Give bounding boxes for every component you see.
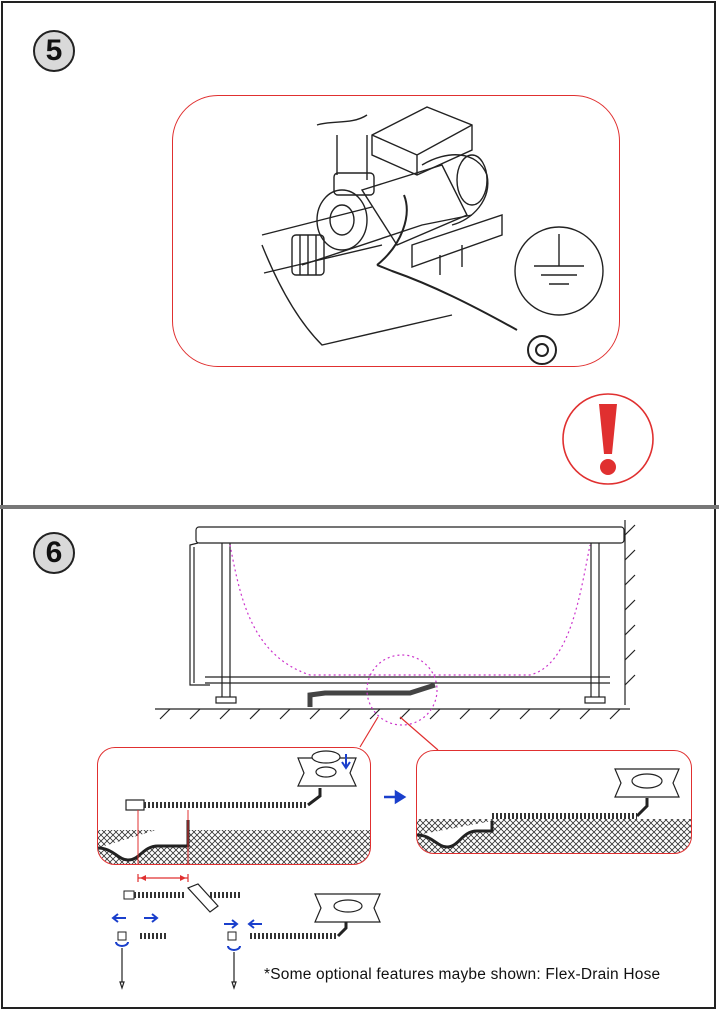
bathtub-cross-section [155, 520, 636, 726]
ground-ring-terminal [527, 335, 557, 365]
exclamation-warning-icon [562, 393, 654, 485]
section-divider [0, 505, 719, 509]
ground-icon [514, 226, 604, 316]
detail-connector [359, 716, 439, 751]
drain-before-panel [97, 747, 371, 865]
pump-illustration [261, 106, 557, 365]
drain-after-panel [416, 750, 692, 854]
step-6-badge: 6 [33, 532, 75, 574]
optional-features-footnote: *Some optional features maybe shown: Fle… [264, 966, 661, 983]
right-arrow-icon [384, 789, 407, 805]
step-5-badge: 5 [33, 30, 75, 72]
hose-assembly-detail [111, 874, 381, 990]
